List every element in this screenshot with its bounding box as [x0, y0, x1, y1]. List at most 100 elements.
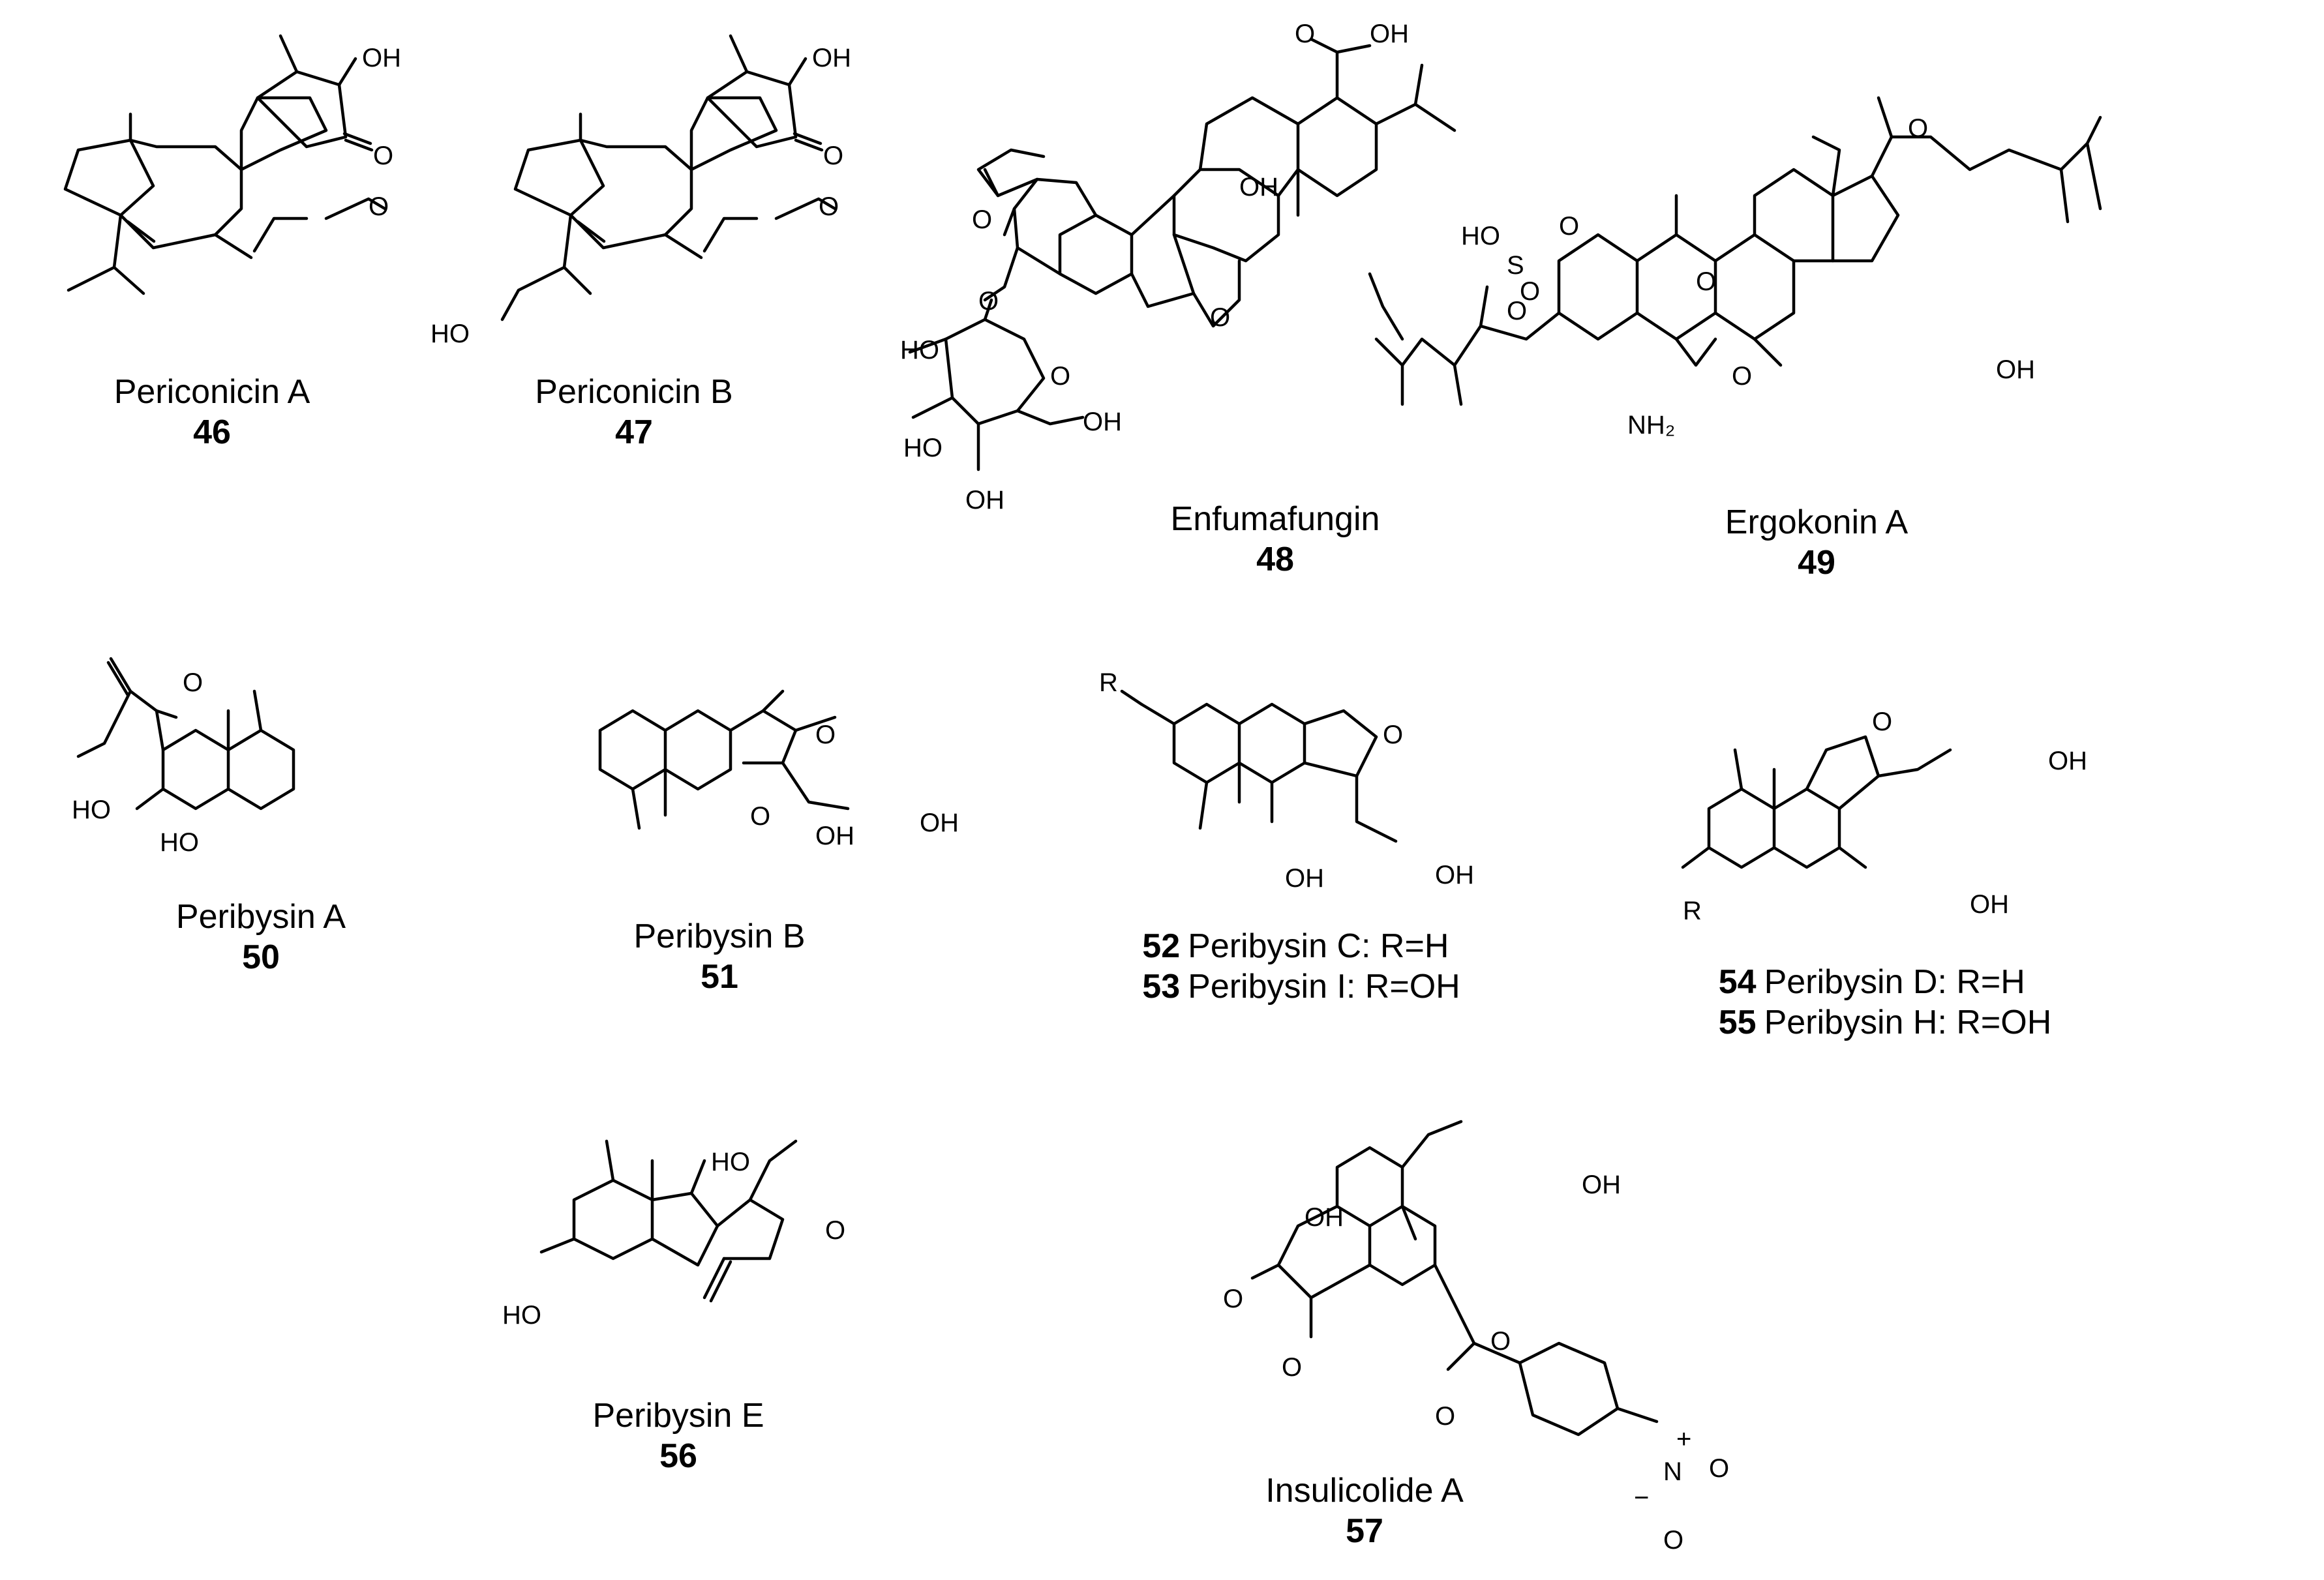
- atom-label: O: [815, 721, 836, 749]
- atom-label: OH: [1996, 355, 2035, 384]
- atom-label: OH: [1305, 1203, 1344, 1232]
- atom-label: +: [1676, 1425, 1691, 1453]
- atom-label: O: [819, 192, 839, 221]
- atom-label: OH: [1285, 864, 1324, 893]
- atom-label: OH: [920, 809, 959, 837]
- atom-label: OH: [1370, 20, 1409, 48]
- compound-caption-48: Enfumafungin 48: [1171, 499, 1380, 580]
- atom-label: OH: [362, 44, 401, 72]
- atom-label: N: [1663, 1457, 1682, 1486]
- atom-label: HO: [72, 796, 111, 824]
- compound-caption-47: Periconicin B 47: [535, 372, 732, 453]
- atom-label: R: [1683, 897, 1702, 925]
- atom-label: O: [1872, 708, 1892, 736]
- atom-label: O: [1732, 362, 1752, 391]
- compound-caption-56: Peribysin E 56: [593, 1395, 764, 1476]
- structure-51: [598, 689, 850, 830]
- atom-label: OH: [965, 486, 1004, 514]
- atom-label: O: [1709, 1454, 1729, 1483]
- compound-number: 53: [1142, 968, 1181, 1006]
- compound-number: 46: [193, 413, 231, 451]
- atom-label: NH₂: [1627, 411, 1675, 440]
- compound-name: Peribysin I: R=OH: [1188, 968, 1460, 1006]
- atom-label: O: [972, 205, 992, 234]
- atom-label: O: [1696, 267, 1716, 296]
- atom-label: O: [1210, 303, 1230, 332]
- atom-label: O: [1663, 1526, 1683, 1555]
- structure-50: [76, 657, 295, 811]
- atom-label: OH: [1582, 1170, 1621, 1199]
- compound-name: Peribysin B: [633, 917, 806, 955]
- compound-name: Peribysin A: [175, 898, 346, 936]
- atom-label: OH: [1083, 408, 1122, 436]
- compound-number: 55: [1718, 1004, 1757, 1041]
- atom-label: HO: [903, 434, 943, 462]
- compound-number: 54: [1718, 963, 1757, 1001]
- atom-label: −: [1634, 1483, 1649, 1512]
- compound-caption-49: Ergokonin A 49: [1725, 502, 1908, 583]
- atom-label: OH: [1435, 861, 1474, 889]
- atom-label: HO: [900, 336, 939, 365]
- atom-label: O: [1050, 362, 1070, 391]
- compound-caption-50: Peribysin A 50: [176, 897, 346, 977]
- compound-name: Peribysin H: R=OH: [1764, 1004, 2052, 1041]
- atom-label: O: [1282, 1353, 1302, 1382]
- compound-number: 56: [659, 1437, 697, 1475]
- atom-label: O: [825, 1216, 845, 1245]
- structure-54-55: [1681, 735, 1952, 869]
- atom-label: O: [1223, 1285, 1243, 1313]
- atom-label: O: [823, 142, 843, 170]
- atom-label: HO: [1461, 222, 1500, 250]
- structure-56: [539, 1139, 798, 1303]
- atom-label: S: [1507, 251, 1524, 280]
- atom-label: O: [1435, 1402, 1455, 1431]
- atom-label: HO: [502, 1301, 541, 1330]
- atom-label: O: [978, 287, 999, 316]
- structure-57: [1250, 1120, 1659, 1437]
- atom-label: O: [1383, 721, 1403, 749]
- atom-label: HO: [160, 828, 199, 857]
- atom-label: OH: [1970, 890, 2009, 919]
- structure-48: [908, 37, 1456, 471]
- compound-number: 47: [615, 413, 653, 451]
- atom-label: OH: [812, 44, 851, 72]
- atom-label: O: [1520, 277, 1540, 306]
- compound-name: Ergokonin A: [1725, 503, 1909, 541]
- structure-49: [1368, 96, 2102, 406]
- structure-46: [63, 34, 387, 295]
- atom-label: O: [1295, 20, 1315, 48]
- compound-caption-51: Peribysin B 51: [634, 916, 806, 997]
- atom-label: OH: [1239, 173, 1278, 201]
- compound-name: Periconicin B: [535, 373, 733, 411]
- atom-label: OH: [815, 822, 854, 850]
- compound-number: 50: [242, 938, 280, 976]
- compound-name: Peribysin E: [592, 1397, 764, 1435]
- compound-number: 48: [1256, 541, 1294, 578]
- atom-label: O: [183, 668, 203, 697]
- compound-name: Insulicolide A: [1265, 1472, 1464, 1510]
- compound-name: Peribysin D: R=H: [1764, 963, 2025, 1001]
- atom-label: R: [1099, 668, 1118, 697]
- atom-label: O: [1559, 212, 1579, 241]
- compound-number: 49: [1798, 544, 1835, 582]
- compound-name: Enfumafungin: [1170, 500, 1380, 538]
- compound-name: Peribysin C: R=H: [1188, 927, 1449, 965]
- atom-label: O: [1507, 297, 1527, 325]
- compound-caption-46: Periconicin A 46: [114, 372, 310, 453]
- compound-number: 52: [1142, 927, 1181, 965]
- structure-47: [500, 34, 837, 321]
- atom-label: OH: [2048, 747, 2087, 775]
- compound-name: Periconicin A: [113, 373, 310, 411]
- atom-label: HO: [430, 320, 470, 348]
- compound-caption-57: Insulicolide A 57: [1265, 1470, 1464, 1551]
- atom-label: O: [1908, 114, 1928, 143]
- atom-label: O: [1490, 1327, 1511, 1356]
- atom-label: O: [750, 802, 770, 831]
- atom-label: HO: [711, 1148, 750, 1176]
- compound-number: 57: [1346, 1512, 1383, 1550]
- atom-label: O: [373, 142, 393, 170]
- compound-number: 51: [701, 958, 738, 996]
